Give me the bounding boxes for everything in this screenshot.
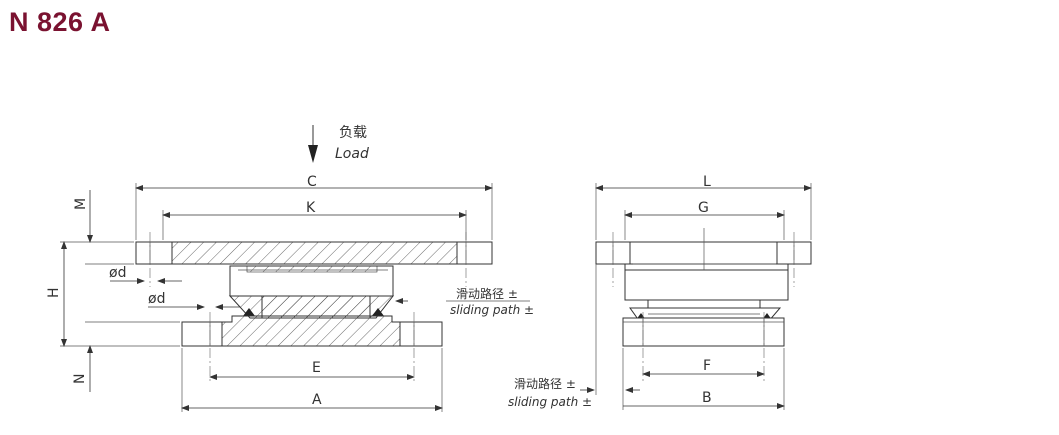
load-arrow bbox=[308, 125, 318, 163]
load-label-en: Load bbox=[335, 146, 369, 162]
dim-A: A bbox=[312, 392, 322, 408]
dim-C: C bbox=[307, 174, 317, 190]
side-view bbox=[595, 228, 812, 382]
sliding-label-zh-side: 滑动路径 ± bbox=[514, 376, 576, 391]
front-dimensions bbox=[60, 183, 530, 412]
load-label-zh: 负载 bbox=[339, 125, 367, 141]
front-view bbox=[135, 232, 493, 382]
dim-E: E bbox=[312, 360, 321, 376]
dim-L: L bbox=[703, 174, 711, 190]
dim-B: B bbox=[702, 390, 712, 406]
dim-G: G bbox=[698, 200, 709, 216]
dim-od-top: ød bbox=[109, 265, 126, 281]
page-title: N 826 A bbox=[9, 7, 111, 37]
sliding-label-zh-front: 滑动路径 ± bbox=[456, 286, 518, 301]
dim-N: N bbox=[72, 374, 88, 384]
dim-H: H bbox=[46, 287, 62, 298]
dim-F: F bbox=[703, 358, 711, 374]
dim-M: M bbox=[73, 198, 89, 210]
sliding-label-en-side: sliding path ± bbox=[508, 395, 592, 409]
dim-K: K bbox=[306, 200, 316, 216]
dim-od-bottom: ød bbox=[148, 291, 165, 307]
side-dimensions bbox=[580, 183, 812, 410]
sliding-label-en-front: sliding path ± bbox=[450, 303, 534, 317]
